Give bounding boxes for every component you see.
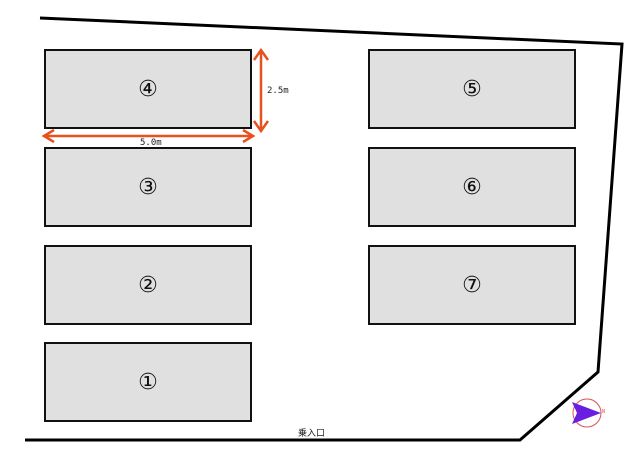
slot-number: ⑤ [462, 76, 482, 102]
parking-slot-2: ② [44, 245, 252, 325]
slot-number: ② [138, 272, 158, 298]
compass-icon [572, 398, 602, 428]
slot-number: ③ [138, 174, 158, 200]
slot-number: ⑥ [462, 174, 482, 200]
depth-arrow [252, 47, 270, 134]
parking-slot-5: ⑤ [368, 49, 576, 129]
parking-slot-3: ③ [44, 147, 252, 227]
width-arrow [41, 128, 256, 144]
parking-slot-6: ⑥ [368, 147, 576, 227]
compass-label: N [602, 409, 606, 415]
boundary-line [25, 16, 624, 442]
parking-slot-7: ⑦ [368, 245, 576, 325]
width-label: 5.0m [140, 138, 162, 148]
slot-number: ④ [138, 76, 158, 102]
slot-number: ① [138, 369, 158, 395]
parking-slot-4: ④ [44, 49, 252, 129]
slot-number: ⑦ [462, 272, 482, 298]
entrance-label: 乗入口 [298, 429, 326, 439]
parking-slot-1: ① [44, 342, 252, 422]
depth-label: 2.5m [267, 86, 289, 96]
